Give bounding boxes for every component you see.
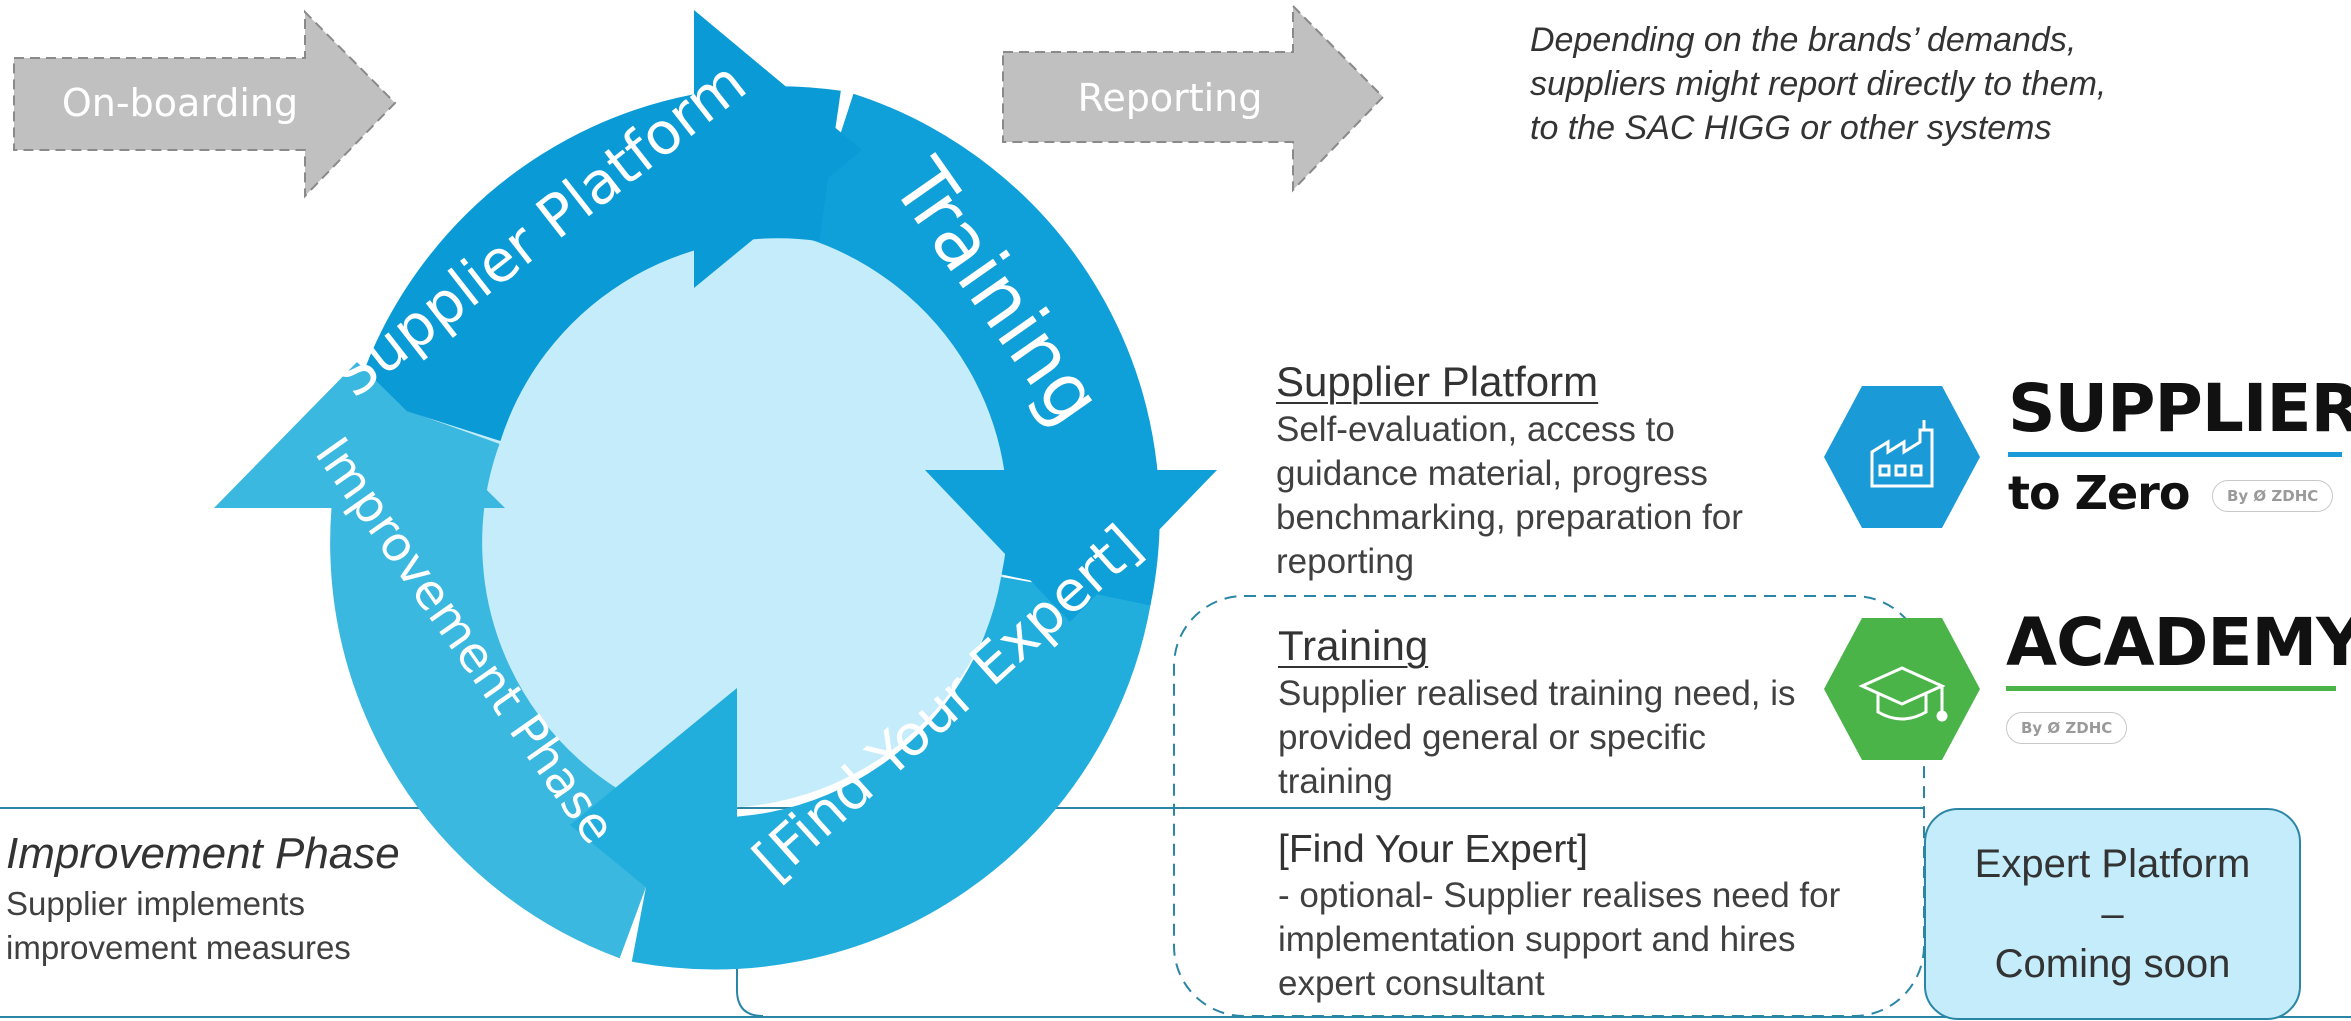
arrowhead-top — [694, 10, 862, 288]
factory-icon — [1824, 386, 1980, 528]
section-title: Supplier Platform — [1276, 358, 1599, 405]
expert-platform-line3: Coming soon — [1994, 942, 2231, 986]
section-supplier-platform: Supplier Platform Self-evaluation, acces… — [1276, 356, 1796, 584]
frame-box — [736, 890, 764, 1017]
expert-platform-line2: – — [2101, 892, 2124, 936]
graduation-cap-icon — [1824, 618, 1980, 760]
section-find-expert: [Find Your Expert] - optional- Supplier … — [1278, 826, 1898, 1006]
reporting-arrow — [1002, 3, 1385, 193]
academy-logo: ACADEMY By Ø ZDHC — [1822, 608, 2351, 760]
dashed-group-box — [1173, 595, 1925, 1017]
expert-platform-box: Expert Platform – Coming soon — [1924, 808, 2301, 1020]
improvement-phase-title: Improvement Phase — [6, 829, 400, 878]
reporting-label: Reporting — [1078, 76, 1263, 120]
academy-logo-badge: By Ø ZDHC — [2006, 712, 2128, 744]
supplier-to-zero-logo: SUPPLIER to Zero By Ø ZDHC — [1822, 372, 2351, 532]
improvement-phase-description: Supplier implements improvement measures — [6, 885, 351, 966]
section-title: [Find Your Expert] — [1278, 828, 1589, 871]
improvement-phase-text: Improvement Phase Supplier implements im… — [6, 826, 426, 970]
arrowhead-right — [925, 470, 1217, 622]
arrowhead-left — [214, 362, 505, 508]
cycle-center — [424, 222, 1010, 808]
onboarding-arrow — [13, 9, 397, 199]
section-description: - optional- Supplier realises need for i… — [1278, 876, 1841, 1003]
onboarding-label: On-boarding — [62, 81, 298, 125]
section-description: Supplier realised training need, is prov… — [1278, 674, 1796, 801]
academy-logo-underline — [2006, 686, 2336, 691]
supplier-logo-underline — [2008, 452, 2342, 457]
reporting-note: Depending on the brands’ demands, suppli… — [1530, 21, 2107, 147]
section-training: Training Supplier realised training need… — [1278, 620, 1818, 804]
supplier-logo-subname: to Zero — [2008, 466, 2190, 520]
expert-platform-line1: Expert Platform — [1974, 842, 2251, 886]
academy-logo-name: ACADEMY — [2006, 604, 2351, 681]
section-description: Self-evaluation, access to guidance mate… — [1276, 410, 1743, 581]
supplier-logo-name: SUPPLIER — [2008, 370, 2351, 447]
supplier-logo-badge: By Ø ZDHC — [2212, 480, 2334, 512]
arrowhead-bottom — [570, 688, 737, 962]
section-title: Training — [1278, 622, 1429, 669]
